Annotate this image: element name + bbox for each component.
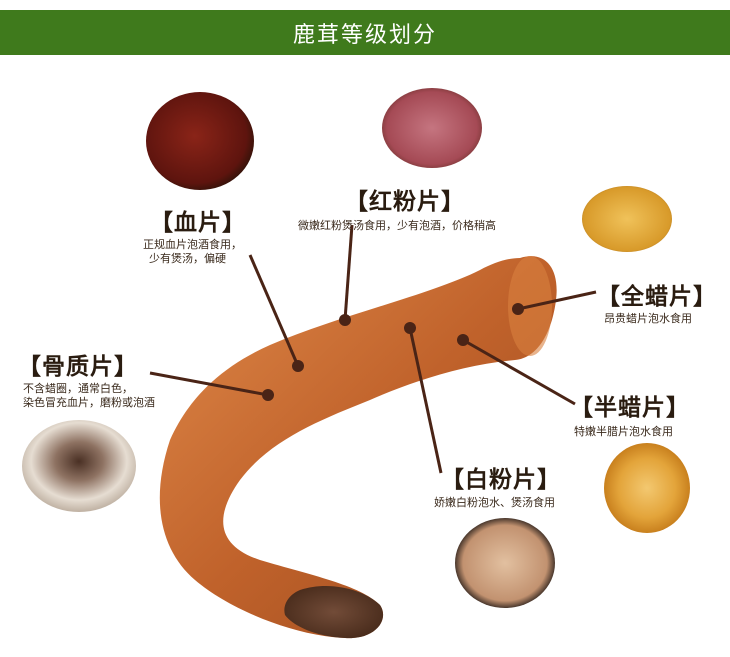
header-bar: 鹿茸等级划分 [0, 10, 730, 55]
leader-dot-red-powder [339, 314, 351, 326]
slice-bone-image [22, 420, 136, 512]
desc-line: 染色冒充血片，磨粉或泡酒 [23, 396, 155, 409]
desc-full-wax: 昂贵蜡片泡水食用 [604, 312, 692, 326]
leader-line-bone [149, 371, 269, 397]
leader-dot-full-wax [512, 303, 524, 315]
slice-red-powder-image [382, 88, 482, 168]
leader-line-full-wax [517, 290, 597, 311]
desc-line: 娇嫩白粉泡水、煲汤食用 [434, 496, 555, 509]
desc-line: 不含蜡圈，通常白色， [23, 382, 133, 395]
desc-red-powder: 微嫩红粉煲汤食用，少有泡酒，价格稍高 [298, 219, 496, 233]
antler-tip [284, 585, 384, 639]
page-title: 鹿茸等级划分 [292, 22, 437, 48]
leader-line-red-powder [343, 224, 354, 321]
antler-body [159, 256, 557, 639]
desc-bone: 不含蜡圈，通常白色， 染色冒充血片，磨粉或泡酒 [23, 382, 155, 410]
desc-line: 特嫩半腊片泡水食用 [574, 425, 673, 438]
label-half-wax: 【半蜡片】 [570, 395, 690, 421]
leader-line-white-powder [408, 327, 443, 474]
label-full-wax: 【全蜡片】 [597, 284, 717, 310]
label-bone: 【骨质片】 [18, 354, 138, 380]
desc-white-powder: 娇嫩白粉泡水、煲汤食用 [434, 496, 555, 510]
desc-half-wax: 特嫩半腊片泡水食用 [574, 425, 673, 439]
leader-line-blood [248, 254, 300, 367]
desc-line: 昂贵蜡片泡水食用 [604, 312, 692, 325]
label-red-powder: 【红粉片】 [345, 189, 465, 215]
leader-dot-bone [262, 389, 274, 401]
desc-line: 正规血片泡酒食用， [143, 238, 242, 251]
slice-full-wax-image [582, 186, 672, 252]
desc-blood: 正规血片泡酒食用， 少有煲汤，偏硬 [143, 238, 242, 266]
leader-dot-white-powder [404, 322, 416, 334]
slice-half-wax-image [604, 443, 690, 533]
label-blood: 【血片】 [150, 210, 246, 236]
leader-line-half-wax [462, 338, 576, 406]
slice-white-powder-image [455, 518, 555, 608]
leader-dot-blood [292, 360, 304, 372]
label-white-powder: 【白粉片】 [441, 467, 561, 493]
slice-blood-image [146, 92, 254, 190]
leader-dot-half-wax [457, 334, 469, 346]
desc-line: 微嫩红粉煲汤食用，少有泡酒，价格稍高 [298, 219, 496, 232]
desc-line: 少有煲汤，偏硬 [149, 252, 226, 265]
